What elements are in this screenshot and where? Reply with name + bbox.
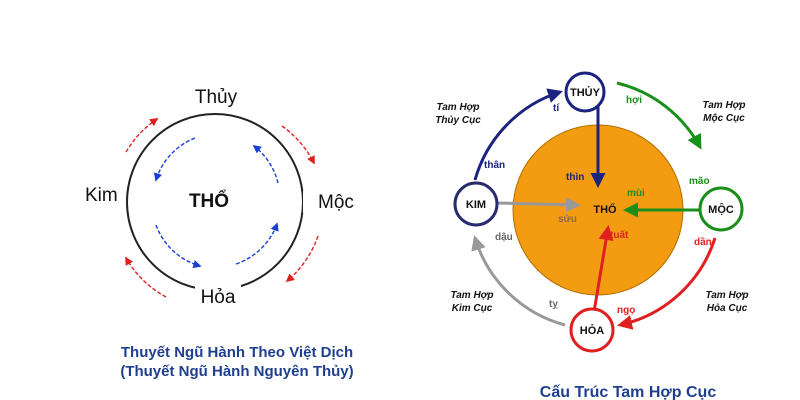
tamhop-moc-line2: Mộc Cục [703, 113, 745, 124]
branch-thin: thìn [566, 172, 584, 183]
tamhop-thuy-line2: Thủy Cục [435, 115, 481, 126]
node-label-thuy: THỦY [570, 86, 601, 99]
branch-dau: dậu [495, 232, 513, 243]
tamhop-moc-line1: Tam Hợp [702, 100, 745, 111]
red-arrow-top-right [281, 125, 315, 165]
blue-arrow-top-left [153, 137, 196, 182]
arc-wood [616, 81, 702, 150]
tamhop-hoa-line1: Tam Hợp [705, 290, 748, 301]
arc-fire [617, 237, 717, 330]
element-label-tho: THỔ [189, 190, 229, 212]
branch-dan: dần [694, 236, 712, 248]
tamhop-kim-line1: Tam Hợp [450, 290, 493, 301]
node-thuy [564, 71, 606, 113]
branch-ngo: ngọ [617, 305, 635, 316]
arrow-fire-to-earth [592, 225, 614, 313]
branch-suu: sửu [558, 214, 577, 225]
label-bg-bottom [195, 283, 241, 307]
node-label-tho: THỔ [593, 203, 617, 216]
arc-metal [471, 235, 566, 327]
blue-arrow-bottom-right [235, 222, 279, 265]
label-bg-right [303, 191, 305, 213]
blue-arrow-top-right [252, 144, 279, 184]
node-label-hoa: HỎA [580, 324, 605, 337]
branch-mui: mùi [627, 188, 645, 199]
node-kim [453, 181, 499, 227]
branch-mao: mão [689, 176, 710, 187]
node-label-kim: KIM [466, 199, 486, 211]
caption-tam-hop: Cấu Trúc Tam Hợp Cục [540, 384, 717, 400]
label-bg-top [191, 86, 241, 108]
tamhop-hoa-line2: Hỏa Cục [707, 303, 748, 314]
element-label-thuy: Thủy [195, 87, 238, 108]
branch-ty: tỵ [549, 299, 558, 310]
branch-ti: tí [553, 103, 560, 114]
node-hoa [569, 307, 615, 353]
arrow-metal-to-earth [496, 197, 581, 213]
right-diagram: THỦY MỘC HỎA KIM THỔ tí hợi mão dần ngọ … [435, 71, 749, 400]
element-label-kim: Kim [85, 185, 118, 206]
element-label-moc: Mộc [318, 192, 354, 213]
tamhop-kim-line2: Kim Cục [452, 303, 493, 314]
blue-arrow-bottom-left [155, 224, 202, 269]
branch-than: thân [484, 160, 505, 171]
node-moc [698, 186, 744, 232]
left-diagram: Thủy Mộc Hỏa Kim THỔ Thuyết Ngũ Hành The… [85, 86, 354, 380]
element-label-hoa: Hỏa [201, 287, 236, 308]
red-arrow-bottom-right [285, 235, 319, 283]
arc-water [473, 88, 563, 181]
caption-line-2: (Thuyết Ngũ Hành Nguyên Thủy) [120, 363, 353, 380]
node-label-moc: MỘC [708, 203, 734, 216]
red-arrow-top-left [125, 118, 159, 153]
branch-hoi: hợi [626, 95, 642, 106]
red-arrow-bottom-left [125, 256, 167, 298]
tamhop-thuy-line1: Tam Hợp [436, 102, 479, 113]
branch-tuat: tuất [610, 229, 629, 241]
caption-line-1: Thuyết Ngũ Hành Theo Việt Dịch [121, 344, 353, 361]
